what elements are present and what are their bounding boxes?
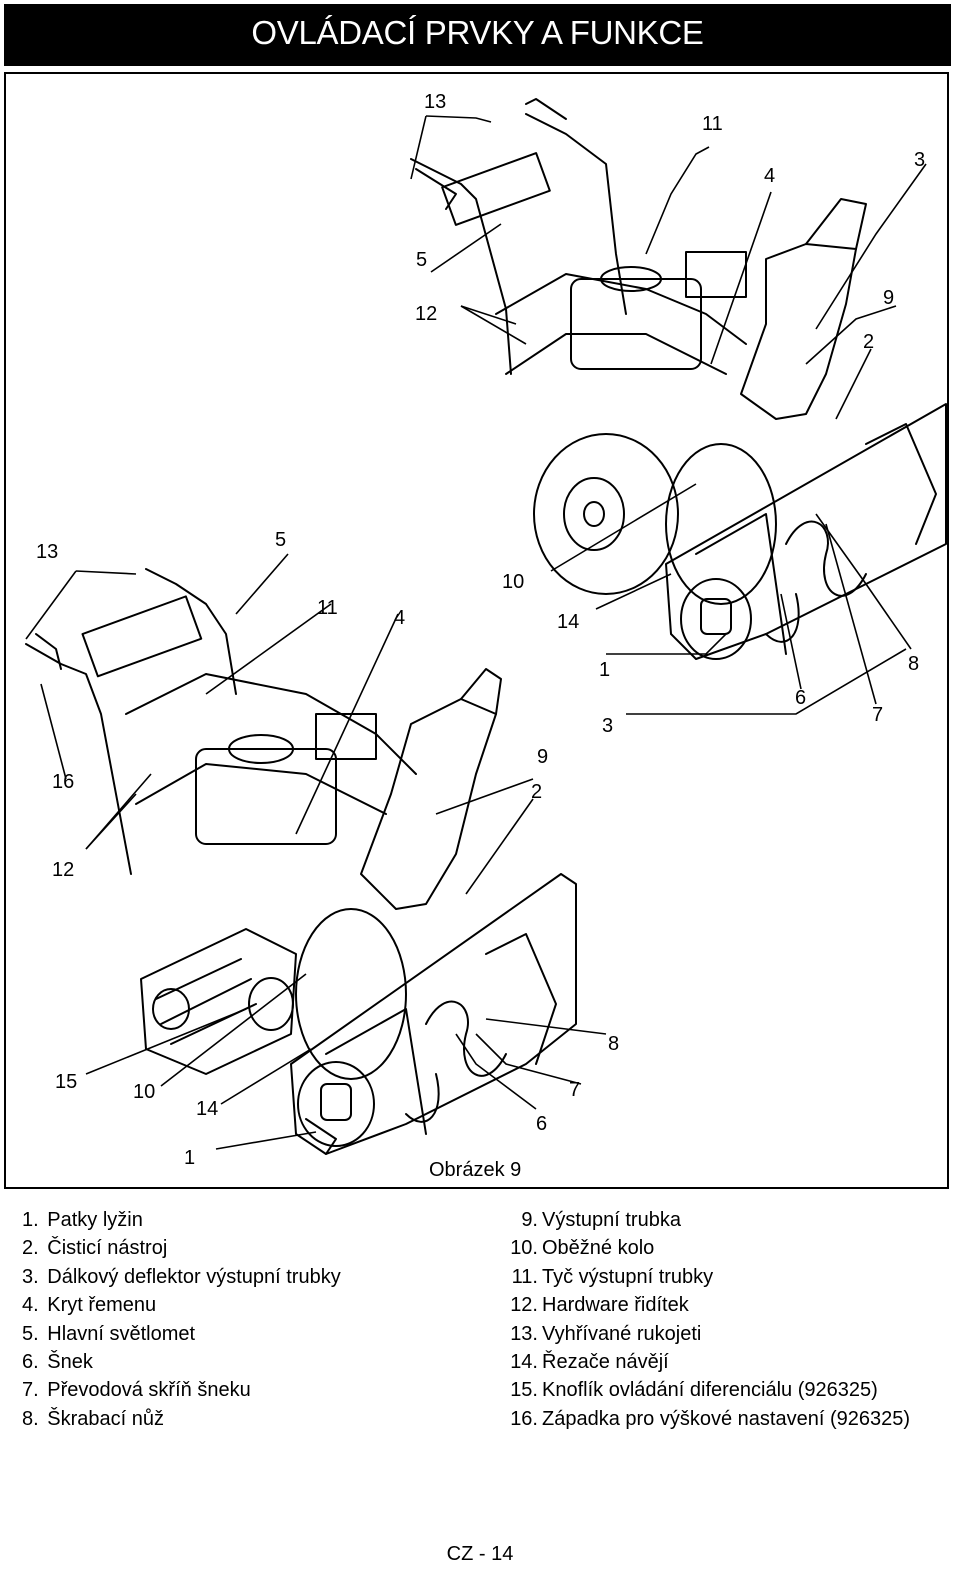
callout-label: 11 xyxy=(317,597,338,619)
callout-label: 8 xyxy=(608,1033,620,1055)
callout-label: 8 xyxy=(908,653,920,675)
legend-right-column: 9.Výstupní trubka 10.Oběžné kolo 11.Tyč … xyxy=(508,1206,948,1431)
callout-label: 7 xyxy=(569,1079,581,1101)
callout-label: 4 xyxy=(394,607,406,629)
callout-label: 6 xyxy=(536,1113,548,1135)
callout-label: 3 xyxy=(602,715,614,737)
legend-item: 5. Hlavní světlomet xyxy=(22,1322,196,1345)
snow-blower-illustrations xyxy=(25,98,947,1155)
legend-item: 14.Řezače návějí xyxy=(510,1351,669,1374)
callout-label: 10 xyxy=(133,1081,156,1103)
leader-lines xyxy=(25,115,927,1150)
callout-label: 6 xyxy=(795,687,807,709)
page-title: OVLÁDACÍ PRVKY A FUNKCE xyxy=(4,4,951,66)
legend-item: 9.Výstupní trubka xyxy=(521,1209,681,1231)
legend-item: 13.Vyhřívané rukojeti xyxy=(510,1322,702,1345)
callout-label: 15 xyxy=(55,1071,78,1093)
callout-label: 5 xyxy=(416,249,428,271)
legend-item: 11.Tyč výstupní trubky xyxy=(511,1265,714,1288)
callout-label: 13 xyxy=(424,91,447,113)
legend-item: 12.Hardware řidítek xyxy=(510,1294,689,1317)
legend-item: 15.Knoflík ovládání diferenciálu (926325… xyxy=(510,1379,878,1402)
callout-label: 4 xyxy=(764,165,776,187)
legend-item: 8. Škrabací nůž xyxy=(22,1407,164,1430)
legend-item: 3. Dálkový deflektor výstupní trubky xyxy=(22,1265,341,1288)
callout-label: 11 xyxy=(702,113,723,135)
callout-label: 7 xyxy=(872,704,884,726)
callout-label: 3 xyxy=(914,149,926,171)
callout-label: 14 xyxy=(196,1098,219,1120)
callout-label: 9 xyxy=(883,287,895,309)
callout-label: 1 xyxy=(184,1147,196,1169)
upper-snowblower-drawing xyxy=(410,98,947,660)
callout-label: 14 xyxy=(557,611,580,633)
legend-item: 1. Patky lyžin xyxy=(22,1209,143,1231)
legend-item: 2. Čisticí nástroj xyxy=(22,1237,168,1260)
figure-caption: Obrázek 9 xyxy=(429,1159,522,1181)
legend-item: 7. Převodová skříň šneku xyxy=(22,1379,251,1402)
callout-label: 5 xyxy=(275,529,287,551)
lower-snowblower-drawing xyxy=(25,568,577,1155)
callout-label: 1 xyxy=(599,659,611,681)
legend-left-column: 1. Patky lyžin 2. Čisticí nástroj 3. Dál… xyxy=(22,1206,492,1433)
callout-label: 12 xyxy=(415,303,438,325)
figure-9: 13 11 4 3 5 9 12 2 10 14 1 8 3 6 7 13 5 … xyxy=(4,72,949,1189)
legend-item: 6. Šnek xyxy=(22,1351,93,1374)
legend-item: 4. Kryt řemenu xyxy=(22,1294,157,1317)
callout-label: 16 xyxy=(52,771,75,793)
page-number: CZ - 14 xyxy=(446,1543,514,1565)
callout-label: 9 xyxy=(537,746,549,768)
callout-label: 10 xyxy=(502,571,525,593)
callout-label: 2 xyxy=(863,331,875,353)
callout-label: 2 xyxy=(531,781,543,803)
legend-item: 16.Západka pro výškové nastavení (926325… xyxy=(510,1407,910,1430)
callout-label: 13 xyxy=(36,541,59,563)
legend-item: 10.Oběžné kolo xyxy=(510,1237,655,1260)
callout-label: 12 xyxy=(52,859,75,881)
